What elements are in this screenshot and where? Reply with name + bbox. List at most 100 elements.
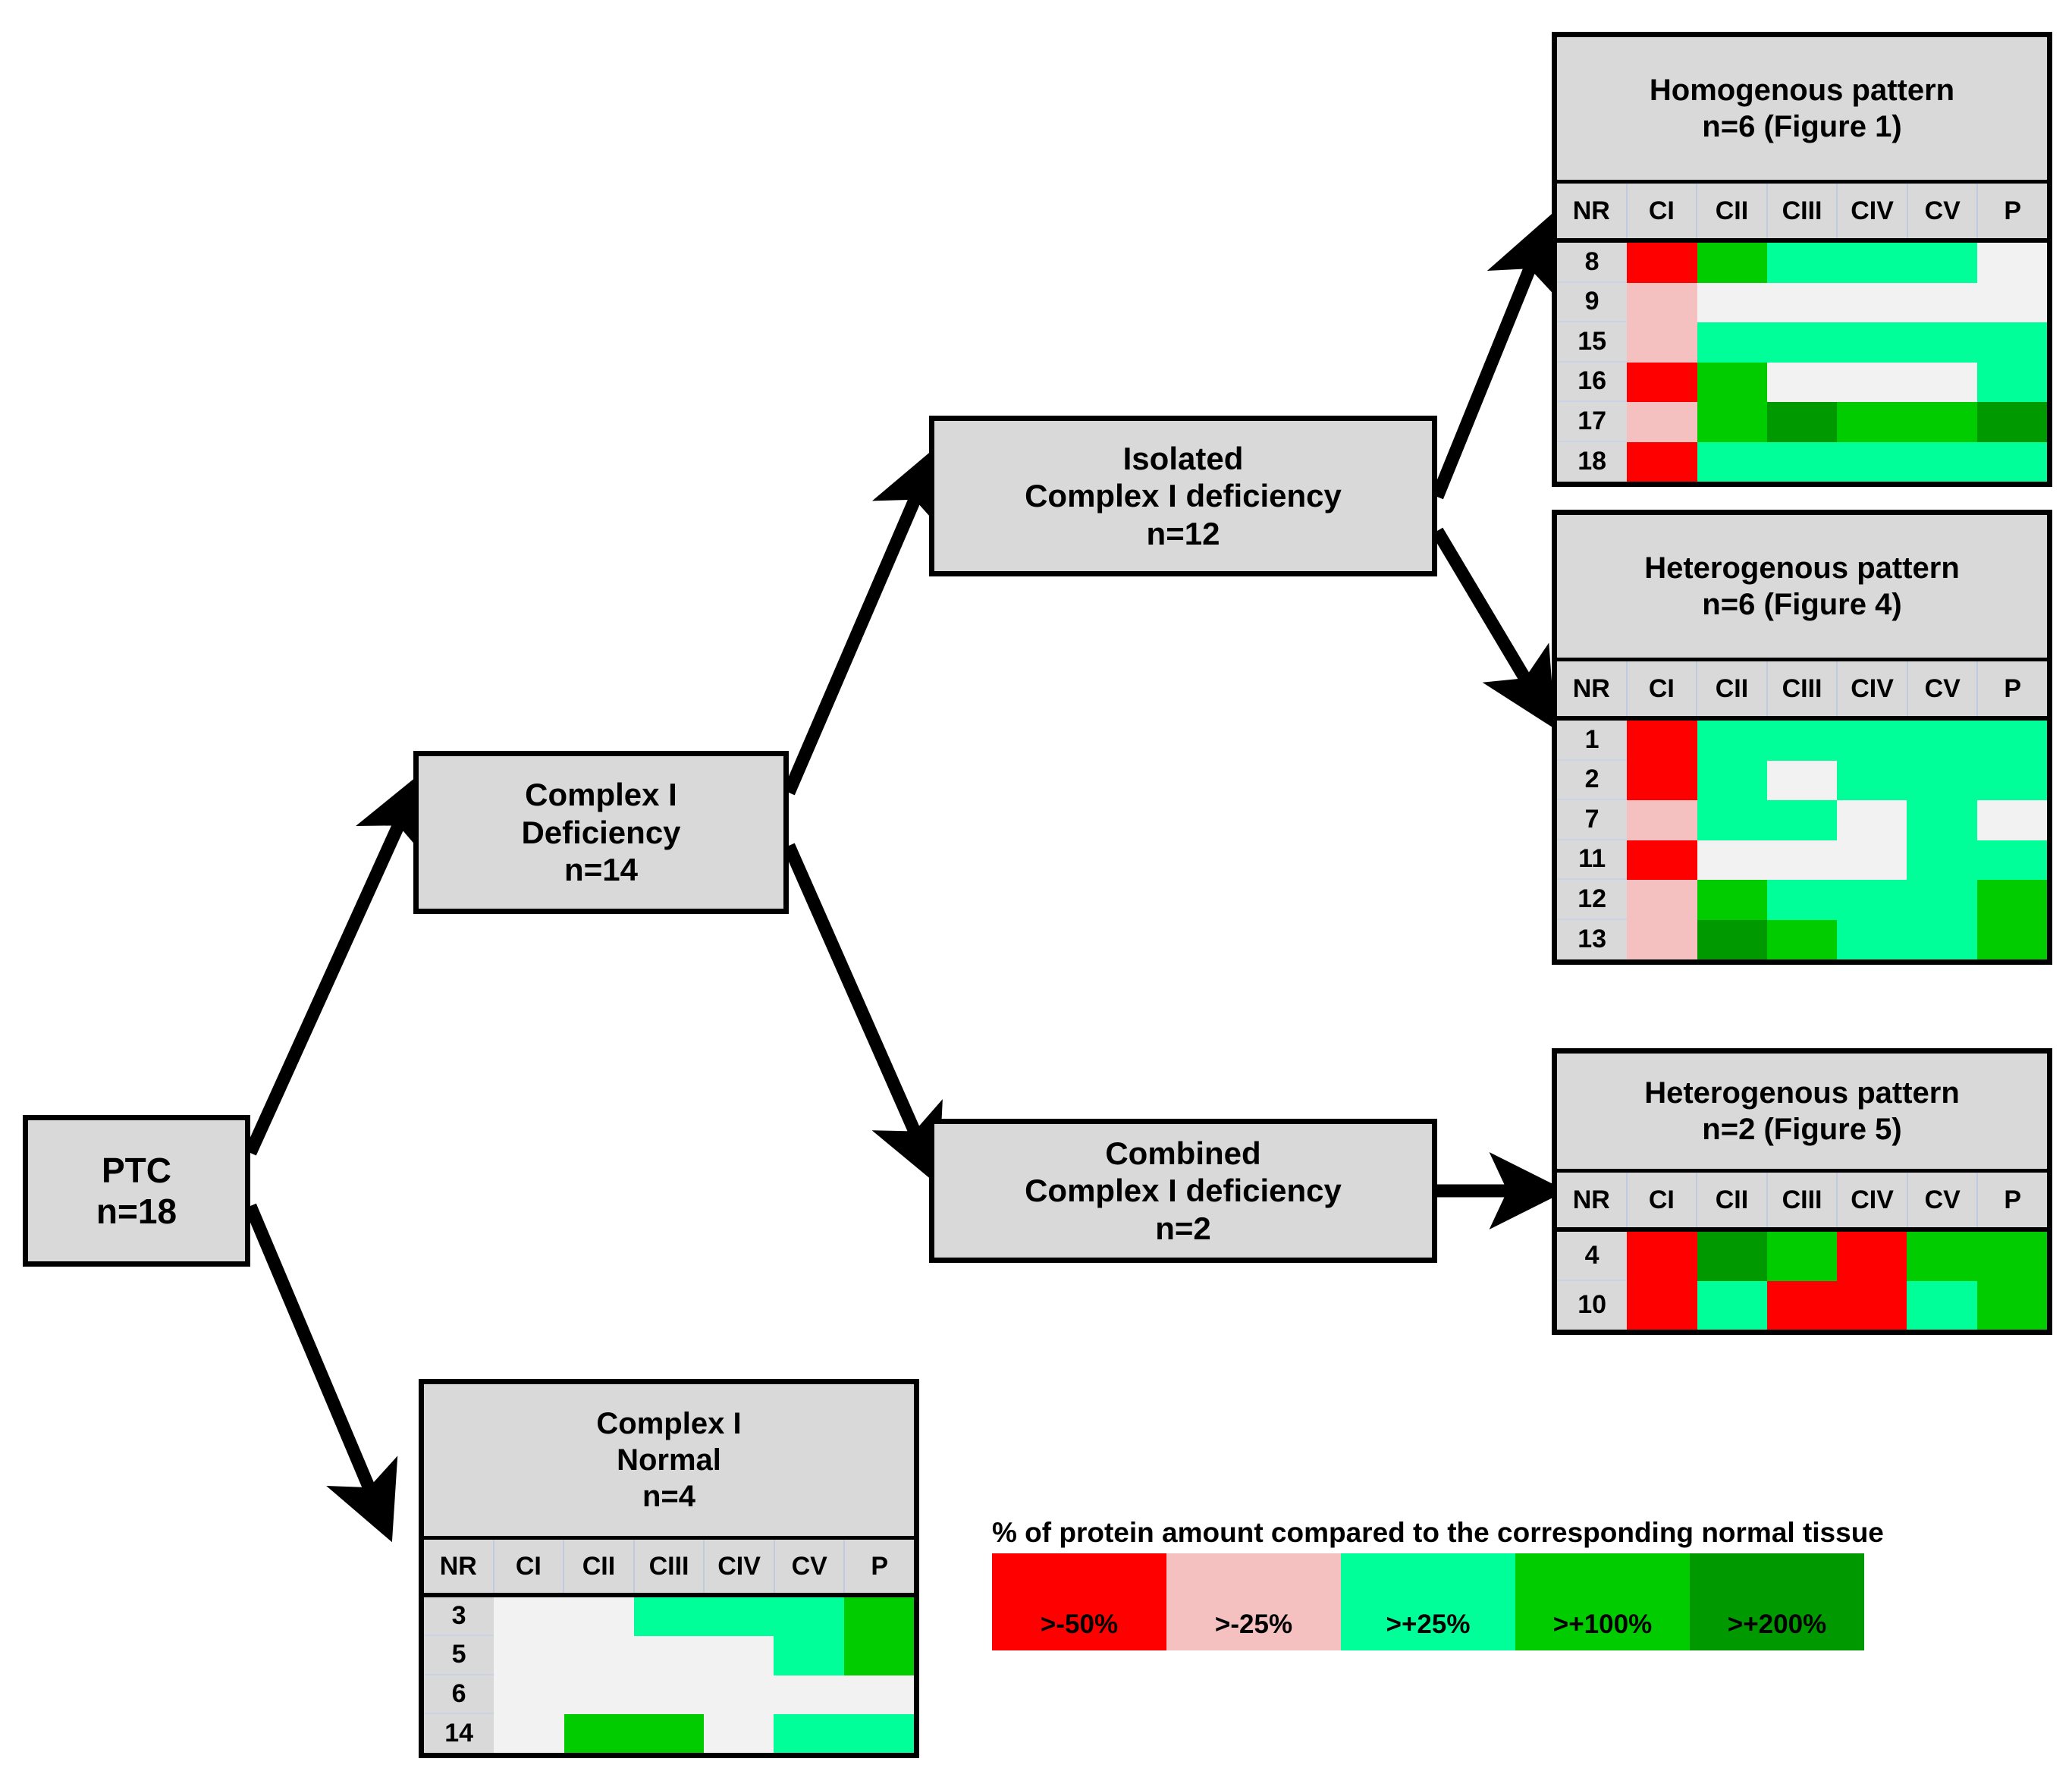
heatmap-cell-civ [1837,1232,1907,1281]
row-label: 7 [1557,800,1628,840]
heatmap-cell-ciii [1766,840,1838,880]
row-label: 11 [1557,840,1628,880]
table-row: 2 [1557,760,2047,800]
legend-swatch-label: >+200% [1727,1609,1827,1639]
row-label: 8 [1557,243,1628,283]
heatmap-cell-p [1976,441,2047,482]
col-header-cii: CII [1697,1173,1768,1227]
heatmap-cell-ci [1627,880,1697,920]
heatmap-cell-p [843,1597,914,1637]
table-row: 17 [1557,402,2047,442]
col-header-p: P [2004,196,2022,225]
heatmap-cell-p [1976,721,2047,761]
heatmap-cell-civ [1837,402,1907,442]
heatmap-cell-ci [1627,1232,1697,1281]
table-homogenous-header: NR CI CII CIII CIV CV P [1557,184,2047,243]
heatmap-cell-cv [1907,800,1977,840]
heatmap-cell-ci [1627,1280,1697,1330]
heatmap-cell-ci [494,1636,564,1675]
heatmap-cell-ci [1627,760,1697,800]
heatmap-cell-ciii [633,1636,705,1675]
heatmap-cell-p [1976,402,2047,442]
heatmap-cell-cv [1907,441,1977,482]
col-header-civ: CIV [705,1540,775,1593]
node-isolated-label: Isolated Complex I deficiency n=12 [1025,440,1342,551]
heatmap-cell-cii [1697,322,1767,363]
legend-swatch-label: >-50% [1040,1609,1119,1639]
heatmap-cell-civ [704,1675,774,1714]
heatmap-cell-cv [774,1713,844,1753]
heatmap-cell-cv [1907,1280,1977,1330]
heatmap-cell-civ [1837,840,1907,880]
col-header-ciii: CIII [1768,1173,1838,1227]
row-label: 16 [1557,362,1628,402]
row-label: 15 [1557,322,1628,363]
heatmap-cell-ci [1627,919,1697,959]
table-heterogenous5-title: Heterogenous pattern n=2 (Figure 5) [1557,1054,2047,1173]
legend-swatch-label: >-25% [1214,1609,1293,1639]
table-row: 7 [1557,800,2047,840]
heatmap-cell-cii [564,1597,634,1637]
heatmap-cell-p [1976,800,2047,840]
node-combined-complex-i-deficiency[interactable]: Combined Complex I deficiency n=2 [929,1119,1437,1263]
heatmap-cell-cv [774,1675,844,1714]
heatmap-cell-civ [1837,1280,1907,1330]
legend: % of protein amount compared to the corr… [992,1517,1884,1650]
node-isolated-complex-i-deficiency[interactable]: Isolated Complex I deficiency n=12 [929,416,1437,576]
heatmap-cell-cv [1907,840,1977,880]
heatmap-cell-ciii [1766,322,1838,363]
heatmap-cell-p [1976,322,2047,363]
heatmap-cell-p [1976,840,2047,880]
heatmap-cell-civ [1837,721,1907,761]
heatmap-cell-cii [1697,1232,1767,1281]
row-label: 12 [1557,880,1628,920]
col-header-cv: CV [1908,661,1979,716]
heatmap-cell-ciii [1766,880,1838,920]
heatmap-cell-ciii [1766,243,1838,283]
arrow-ptc-to-ci-normal [244,1203,398,1543]
heatmap-cell-cv [1907,721,1977,761]
heatmap-cell-cv [1907,919,1977,959]
heatmap-cell-cii [1697,282,1767,322]
heatmap-cell-ciii [633,1675,705,1714]
row-label: 10 [1557,1280,1628,1330]
table-heterogenous4-header: NR CI CII CIII CIV CV P [1557,661,2047,721]
heatmap-cell-cii [1697,919,1767,959]
col-header-p: P [871,1551,889,1581]
table-row: 6 [424,1675,914,1714]
col-header-ci: CI [1628,1173,1698,1227]
heatmap-cell-ciii [1766,441,1838,482]
heatmap-cell-p [1976,880,2047,920]
col-header-nr: NR [1557,661,1628,716]
heatmap-cell-cv [1907,322,1977,363]
heatmap-cell-civ [1837,243,1907,283]
legend-swatch-pink: >-25% [1166,1553,1341,1650]
table-row: 18 [1557,441,2047,482]
heatmap-cell-ciii [1766,362,1838,402]
legend-swatch-spring: >+25% [1341,1553,1515,1650]
table-row: 16 [1557,362,2047,402]
heatmap-cell-civ [1837,760,1907,800]
heatmap-cell-cv [1907,760,1977,800]
node-complex-i-deficiency[interactable]: Complex I Deficiency n=14 [413,751,789,914]
heatmap-cell-civ [1837,919,1907,959]
table-row: 15 [1557,322,2047,363]
heatmap-cell-cv [1907,1232,1977,1281]
node-ptc[interactable]: PTC n=18 [23,1115,250,1267]
heatmap-cell-cv [1907,243,1977,283]
heatmap-cell-ci [1627,362,1697,402]
heatmap-cell-p [1976,1280,2047,1330]
heatmap-cell-cii [564,1636,634,1675]
heatmap-cell-civ [1837,282,1907,322]
heatmap-cell-cv [774,1636,844,1675]
arrow-ptc-to-ci-deficiency [244,771,427,1156]
col-header-ciii: CIII [1768,184,1838,238]
heatmap-cell-p [1976,919,2047,959]
heatmap-cell-cii [1697,800,1767,840]
table-homogenous-title: Homogenous pattern n=6 (Figure 1) [1557,37,2047,184]
heatmap-cell-cii [1697,1280,1767,1330]
heatmap-cell-civ [704,1636,774,1675]
